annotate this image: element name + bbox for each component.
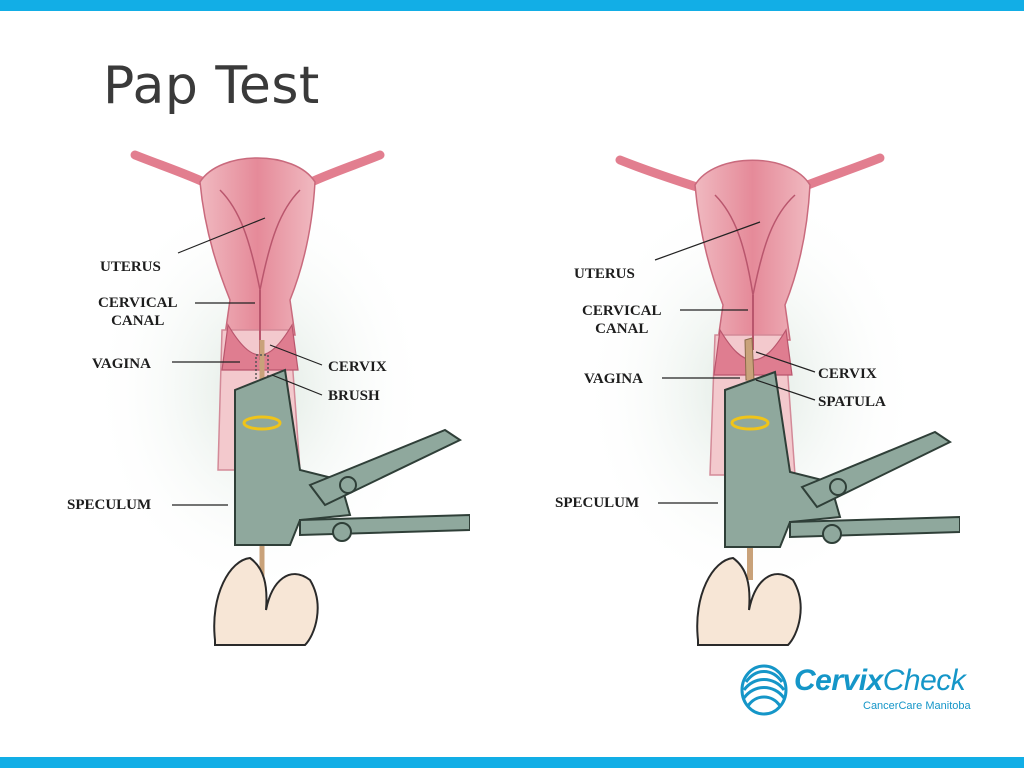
label-vagina: VAGINA <box>92 356 151 372</box>
label-cervix: CERVIX <box>818 366 877 382</box>
leader-cervix <box>269 344 323 366</box>
label-cervical: CERVICAL <box>582 303 662 319</box>
fallopian-tube-right <box>300 150 385 190</box>
spatula-illustration <box>580 153 960 646</box>
leader-uterus <box>654 221 761 261</box>
fallopian-tube-left <box>615 155 705 193</box>
leader-tool <box>755 379 816 401</box>
cervix <box>713 328 793 376</box>
pap-spatula-diagram: UTERUS CERVICAL CANAL VAGINA CERVIX SPAT… <box>540 140 960 660</box>
logo-wordmark: CervixCheck <box>794 664 966 698</box>
label-cervix: CERVIX <box>328 359 387 375</box>
hand-icon <box>696 556 802 646</box>
label-canal: CANAL <box>111 313 165 329</box>
leader-tool <box>271 374 323 396</box>
label-uterus: UTERUS <box>574 266 635 282</box>
label-cervical-canal: CERVICAL CANAL <box>98 294 177 330</box>
fallopian-tube-left <box>130 150 215 190</box>
speculum-screw-lower <box>332 522 352 542</box>
label-uterus: UTERUS <box>100 259 161 275</box>
rotation-arrow-icon <box>730 415 770 431</box>
top-accent-bar <box>0 0 1024 11</box>
spatula-tip <box>744 337 755 381</box>
leader-cervix <box>755 351 816 373</box>
label-canal: CANAL <box>595 321 649 337</box>
swirl-logo-icon <box>740 664 788 716</box>
speculum-screw <box>339 476 357 494</box>
hand-icon <box>213 556 319 646</box>
pap-brush-diagram: UTERUS CERVICAL CANAL VAGINA CERVIX BRUS… <box>50 140 470 660</box>
logo-subtitle: CancerCare Manitoba <box>863 700 971 712</box>
logo-brand-bold: Cervix <box>794 664 883 697</box>
label-tool: SPATULA <box>818 394 886 410</box>
label-tool: BRUSH <box>328 388 380 404</box>
bottom-accent-bar <box>0 757 1024 768</box>
fallopian-tube-right <box>795 153 885 193</box>
brush-illustration <box>90 150 470 646</box>
label-cervical: CERVICAL <box>98 295 178 311</box>
label-vagina: VAGINA <box>584 371 643 387</box>
uterus <box>199 157 316 336</box>
rotation-arrow-icon <box>242 415 282 431</box>
label-speculum: SPECULUM <box>555 495 640 511</box>
page-title: Pap Test <box>103 56 320 116</box>
speculum-screw <box>829 478 847 496</box>
label-speculum: SPECULUM <box>67 497 152 513</box>
speculum-screw-lower <box>822 524 842 544</box>
cervixcheck-logo: CervixCheck CancerCare Manitoba <box>738 658 988 720</box>
logo-brand-light: Check <box>882 664 966 697</box>
leader-uterus <box>177 217 266 254</box>
label-cervical-canal: CERVICAL CANAL <box>582 302 661 338</box>
